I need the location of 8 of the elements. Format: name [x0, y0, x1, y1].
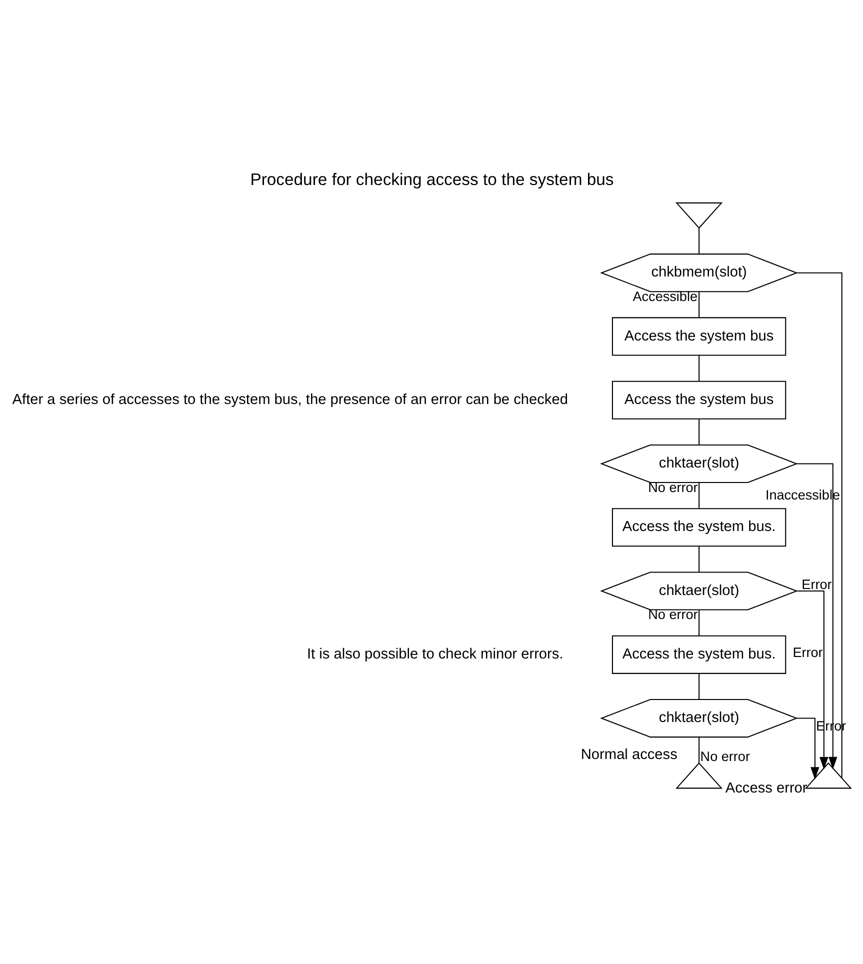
label: It is also possible to check minor errors. — [306, 646, 563, 662]
edge-label: Error — [792, 645, 822, 660]
edge-label: Error — [801, 576, 832, 592]
edge-label: No error — [700, 748, 750, 764]
label: After a series of accesses to the system bus, the presence of an error can be checked — [12, 392, 568, 408]
node-label: Normal access — [580, 747, 677, 764]
node-label: Access error — [724, 780, 807, 797]
diagram-title: Procedure for checking access to the system bus — [250, 170, 614, 190]
